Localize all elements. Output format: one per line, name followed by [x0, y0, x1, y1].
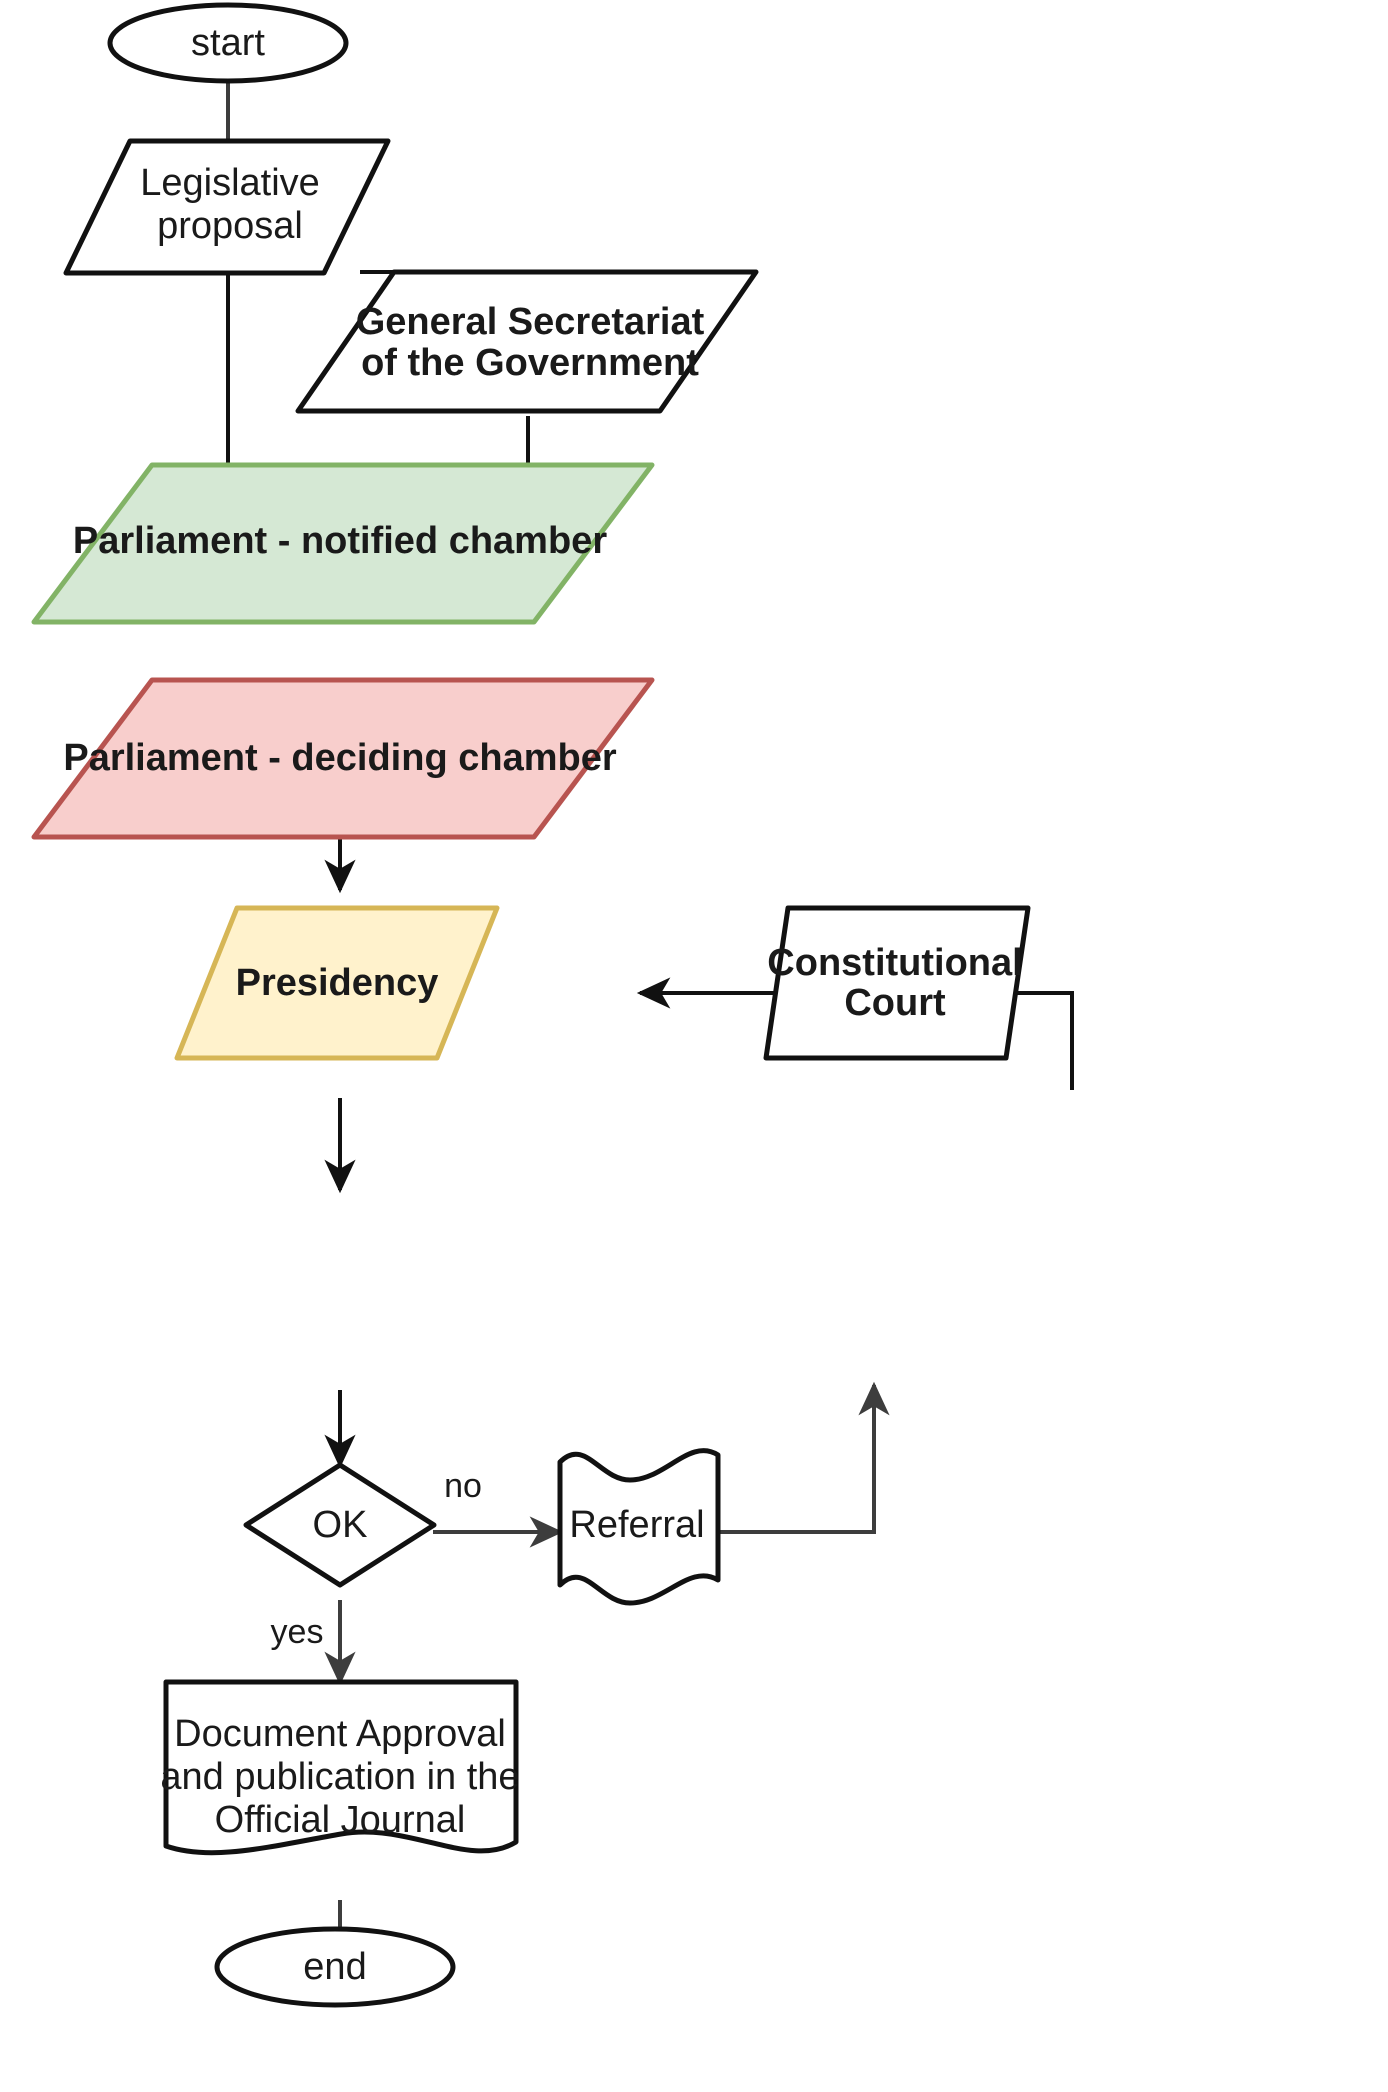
document-approval-shape [163, 1679, 519, 1856]
constitutional-court-parallelogram-shape [763, 905, 1031, 1061]
end-label: end [303, 1946, 366, 1988]
presidency-parallelogram-shape [174, 905, 500, 1061]
general-secretariat-label-line2: of the Government [361, 342, 699, 384]
legislative-proposal-label-line2: proposal [157, 205, 303, 247]
start-ellipse-shape [107, 2, 349, 84]
legislative-proposal-label-line1: Legislative [140, 162, 320, 204]
general-secretariat-parallelogram-shape [295, 269, 759, 414]
node-general-secretariat[interactable]: General Secretariat of the Government [295, 269, 759, 414]
parliament-deciding-label: Parliament - deciding chamber [63, 737, 616, 779]
presidency-label: Presidency [236, 962, 439, 1004]
node-constitutional-court[interactable]: Constitutional Court [763, 905, 1031, 1061]
node-document-approval[interactable]: Document Approval and publication in the… [160, 1679, 520, 1856]
referral-document-shape [557, 1448, 721, 1606]
start-label: start [191, 22, 265, 64]
general-secretariat-label-line1: General Secretariat [356, 301, 705, 343]
ok-decision-label: OK [313, 1504, 368, 1546]
node-legislative-proposal[interactable]: Legislative proposal [63, 138, 391, 276]
node-parliament-deciding-chamber[interactable]: Parliament - deciding chamber [31, 677, 655, 840]
end-ellipse-shape [214, 1926, 456, 2008]
node-parliament-notified-chamber[interactable]: Parliament - notified chamber [31, 462, 655, 625]
parliament-notified-label: Parliament - notified chamber [73, 520, 607, 562]
node-start[interactable]: start [107, 2, 349, 84]
edge-referral-to-constitutional-court [720, 1381, 890, 1534]
referral-label: Referral [569, 1504, 704, 1546]
node-presidency[interactable]: Presidency [174, 905, 500, 1061]
document-approval-label-line1: Document Approval [174, 1713, 506, 1755]
node-end[interactable]: end [214, 1926, 456, 2008]
ok-decision-diamond-shape [243, 1462, 437, 1588]
edge-label-no: no [444, 1467, 482, 1505]
edge-label-yes: yes [271, 1613, 324, 1651]
constitutional-court-label-line2: Court [844, 982, 946, 1024]
constitutional-court-label-line1: Constitutional [767, 942, 1022, 984]
node-ok-decision[interactable]: OK [243, 1462, 437, 1588]
document-approval-label-line2: and publication in the [160, 1756, 519, 1798]
node-referral[interactable]: Referral [557, 1448, 721, 1606]
parliament-deciding-parallelogram-shape [31, 677, 655, 840]
parliament-notified-parallelogram-shape [31, 462, 655, 625]
document-approval-label-line3: Official Journal [215, 1799, 466, 1841]
legislative-proposal-parallelogram-shape [63, 138, 391, 276]
